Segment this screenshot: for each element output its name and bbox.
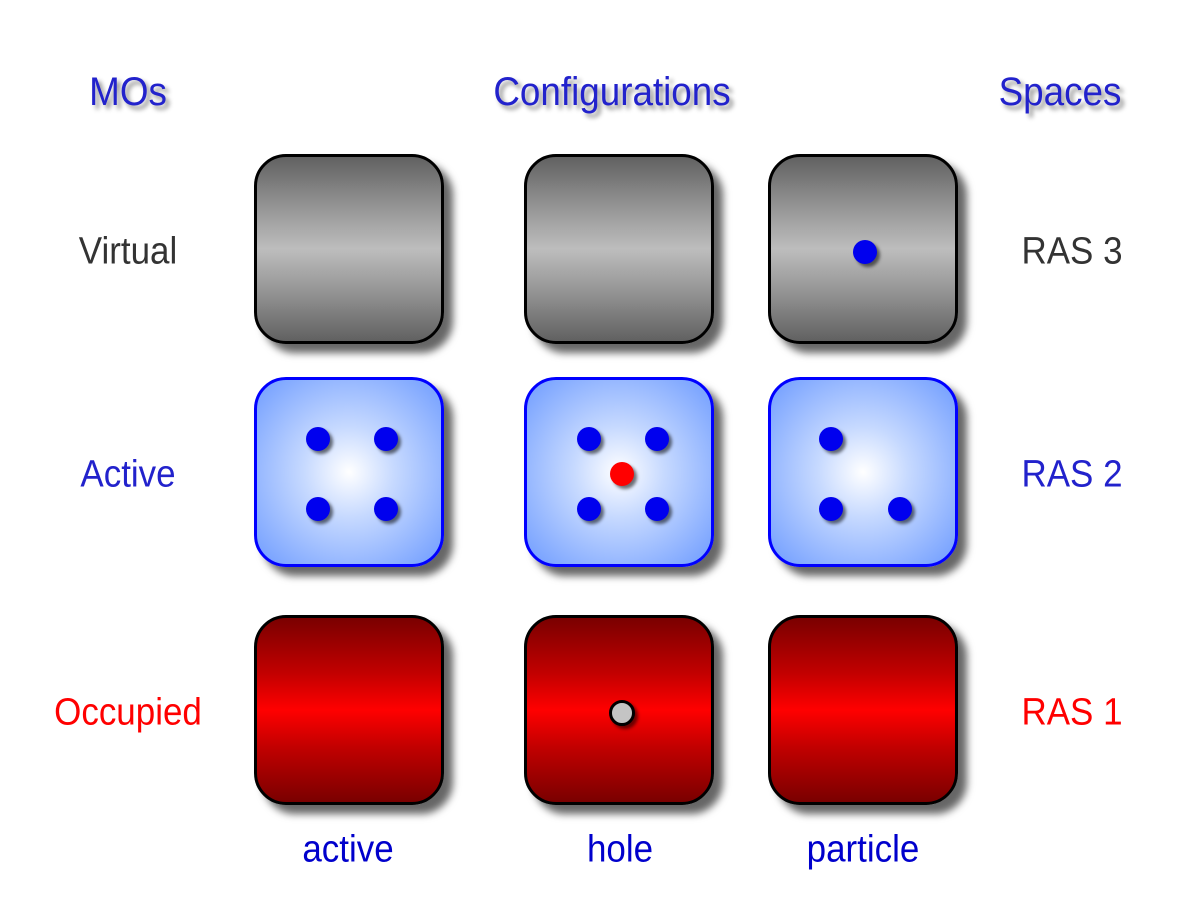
electron-dot xyxy=(819,427,843,451)
box-active-active xyxy=(254,377,444,567)
box-occupied-active xyxy=(254,615,444,805)
column-label-particle: particle xyxy=(806,828,920,871)
space-label-ras1: RAS 1 xyxy=(1021,691,1123,734)
box-occupied-particle xyxy=(768,615,958,805)
electron-dot xyxy=(577,427,601,451)
header-configurations: Configurations xyxy=(493,70,731,114)
electron-dot xyxy=(577,497,601,521)
row-label-occupied: Occupied xyxy=(54,691,202,734)
box-virtual-active xyxy=(254,154,444,344)
electron-dot xyxy=(853,240,877,264)
column-label-hole: hole xyxy=(586,828,654,871)
header-mos: MOs xyxy=(89,70,167,114)
electron-dot xyxy=(374,427,398,451)
row-label-active: Active xyxy=(80,453,176,496)
space-label-ras2: RAS 2 xyxy=(1021,453,1123,496)
electron-dot xyxy=(819,497,843,521)
box-occupied-hole xyxy=(524,615,714,805)
excited-electron-dot xyxy=(610,462,634,486)
box-virtual-hole xyxy=(524,154,714,344)
electron-dot xyxy=(645,427,669,451)
electron-dot xyxy=(306,427,330,451)
electron-dot xyxy=(306,497,330,521)
header-spaces: Spaces xyxy=(998,70,1122,114)
hole-dot xyxy=(609,700,635,726)
column-label-active: active xyxy=(302,828,394,871)
row-label-virtual: Virtual xyxy=(78,230,178,273)
electron-dot xyxy=(374,497,398,521)
space-label-ras3: RAS 3 xyxy=(1021,230,1123,273)
box-active-particle xyxy=(768,377,958,567)
box-virtual-particle xyxy=(768,154,958,344)
electron-dot xyxy=(888,497,912,521)
electron-dot xyxy=(645,497,669,521)
box-active-hole xyxy=(524,377,714,567)
